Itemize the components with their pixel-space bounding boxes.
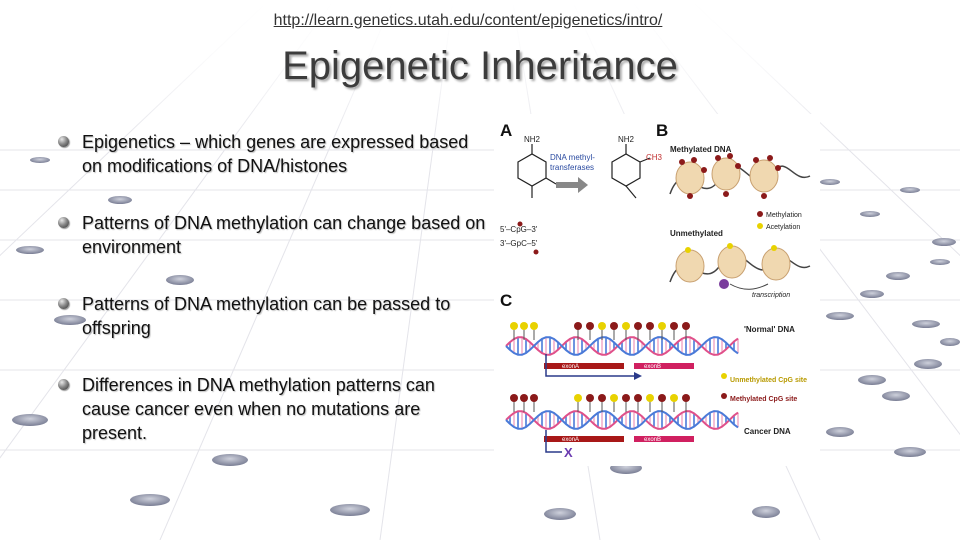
cpg-sites-normal: [510, 322, 690, 340]
methylated-cpg-site: [598, 394, 606, 402]
cytosine-molecule: [517, 144, 557, 198]
methylated-cpg-site: [634, 322, 642, 330]
bullet-icon: [58, 298, 69, 309]
exon-b-label: exonB: [644, 364, 661, 370]
methylcytosine-molecule: [611, 144, 651, 199]
nucleosomes-methylated: [669, 153, 811, 199]
unmethylated-cpg-site: [622, 322, 630, 330]
nucleosomes-unmethylated: [669, 243, 811, 290]
methylated-cpg-site: [682, 322, 690, 330]
nh2-label-2: NH2: [618, 135, 635, 144]
methylated-cpg-site: [622, 394, 630, 402]
block-x: X: [564, 445, 573, 460]
methylated-cpg-site: [530, 394, 538, 402]
unmethylated-cpg-site: [510, 322, 518, 330]
methylated-cpg-site: [634, 394, 642, 402]
dna-strand-top: [505, 336, 739, 356]
methylated-cpg-site: [586, 394, 594, 402]
exon-a-label-cancer: exonA: [562, 437, 579, 443]
bullet-text: Differences in DNA methylation patterns …: [82, 375, 435, 443]
bullet-text: Patterns of DNA methylation can change b…: [82, 213, 486, 257]
legend-acetylation-dot: [757, 223, 763, 229]
bullet-icon: [58, 379, 69, 390]
methylated-cpg-site: [510, 394, 518, 402]
bullet-list: Epigenetics – which genes are expressed …: [56, 130, 486, 478]
ch3-label: CH3: [646, 153, 663, 162]
methylated-cpg-site: [646, 322, 654, 330]
bullet-item-epigenetics: Epigenetics – which genes are expressed …: [56, 130, 486, 178]
cpg-sites-cancer: [510, 394, 690, 412]
reaction-arrow: [556, 177, 588, 193]
dna-strand-bottom: [505, 410, 739, 430]
cancer-dna-label: Cancer DNA: [744, 427, 791, 436]
arrowhead: [634, 372, 642, 380]
unmethylated-cpg-site: [610, 394, 618, 402]
unmethylated-cpg-site: [598, 322, 606, 330]
strand-top: 5'–CpG–3': [500, 225, 538, 234]
strand-bottom: 3'–GpC–5': [500, 239, 538, 248]
methyl-dot: [533, 249, 539, 255]
legend-methylation-dot: [757, 211, 763, 217]
exon-a-bar: [544, 363, 624, 369]
source-url-link[interactable]: http://learn.genetics.utah.edu/content/e…: [273, 12, 663, 29]
exon-a-label: exonA: [562, 364, 579, 370]
legend-methylation: Methylation: [766, 212, 802, 219]
panel-b-label: B: [656, 121, 668, 140]
methylated-cpg-site: [670, 322, 678, 330]
transcription-arrow-normal: [545, 354, 634, 377]
bullet-text: Epigenetics – which genes are expressed …: [82, 132, 469, 176]
figure-svg: A NH2 NH2 CH3 DNA methyl- transferases 5…: [500, 121, 811, 460]
exon-b-label-cancer: exonB: [644, 437, 661, 443]
methylated-cpg-site: [682, 394, 690, 402]
transcription-label: transcription: [752, 292, 790, 299]
unmethylated-cpg-site: [520, 322, 528, 330]
epigenetics-figure: A NH2 NH2 CH3 DNA methyl- transferases 5…: [494, 114, 820, 466]
exon-b-bar-cancer: [634, 436, 694, 442]
unmethylated-label: Unmethylated: [670, 229, 723, 238]
bullet-item-cancer: Differences in DNA methylation patterns …: [56, 373, 486, 445]
methylated-cpg-site: [658, 394, 666, 402]
unmethylated-cpg-site: [658, 322, 666, 330]
methylated-cpg-site: [574, 322, 582, 330]
bullet-icon: [58, 217, 69, 228]
dna-strand-top: [505, 410, 739, 430]
unmethylated-cpg-site: [646, 394, 654, 402]
unmethylated-site-label: Unmethylated CpG site: [730, 377, 807, 384]
methylated-cpg-site: [520, 394, 528, 402]
dna-helix-normal: [505, 336, 739, 356]
unmethylated-cpg-site: [670, 394, 678, 402]
panel-a-label: A: [500, 121, 512, 140]
arrow-label-2: transferases: [550, 163, 594, 172]
methylated-dna-label: Methylated DNA: [670, 145, 732, 154]
dna-strand-bottom: [505, 336, 739, 356]
slide-title: Epigenetic Inheritance: [282, 44, 678, 88]
bullet-text: Patterns of DNA methylation can be passe…: [82, 294, 451, 338]
nh2-label: NH2: [524, 135, 541, 144]
bullet-item-environment: Patterns of DNA methylation can change b…: [56, 211, 486, 259]
panel-c-label: C: [500, 291, 512, 310]
normal-dna-label: 'Normal' DNA: [744, 325, 795, 334]
unmethylated-cpg-site: [530, 322, 538, 330]
exon-b-bar: [634, 363, 694, 369]
unmethylated-cpg-site: [574, 394, 582, 402]
arrow-label-1: DNA methyl-: [550, 153, 595, 162]
unmethylated-site-legend-dot: [721, 373, 727, 379]
methyl-dot: [517, 221, 523, 227]
exon-a-bar-cancer: [544, 436, 624, 442]
methylated-site-legend-dot: [721, 393, 727, 399]
methylated-site-label: Methylated CpG site: [730, 396, 797, 403]
methylated-cpg-site: [610, 322, 618, 330]
legend-acetylation: Acetylation: [766, 224, 800, 231]
bullet-item-offspring: Patterns of DNA methylation can be passe…: [56, 292, 486, 340]
bullet-icon: [58, 136, 69, 147]
blocked-arrow-cancer: [545, 430, 562, 453]
dna-helix-cancer: [505, 410, 739, 430]
methylated-cpg-site: [586, 322, 594, 330]
